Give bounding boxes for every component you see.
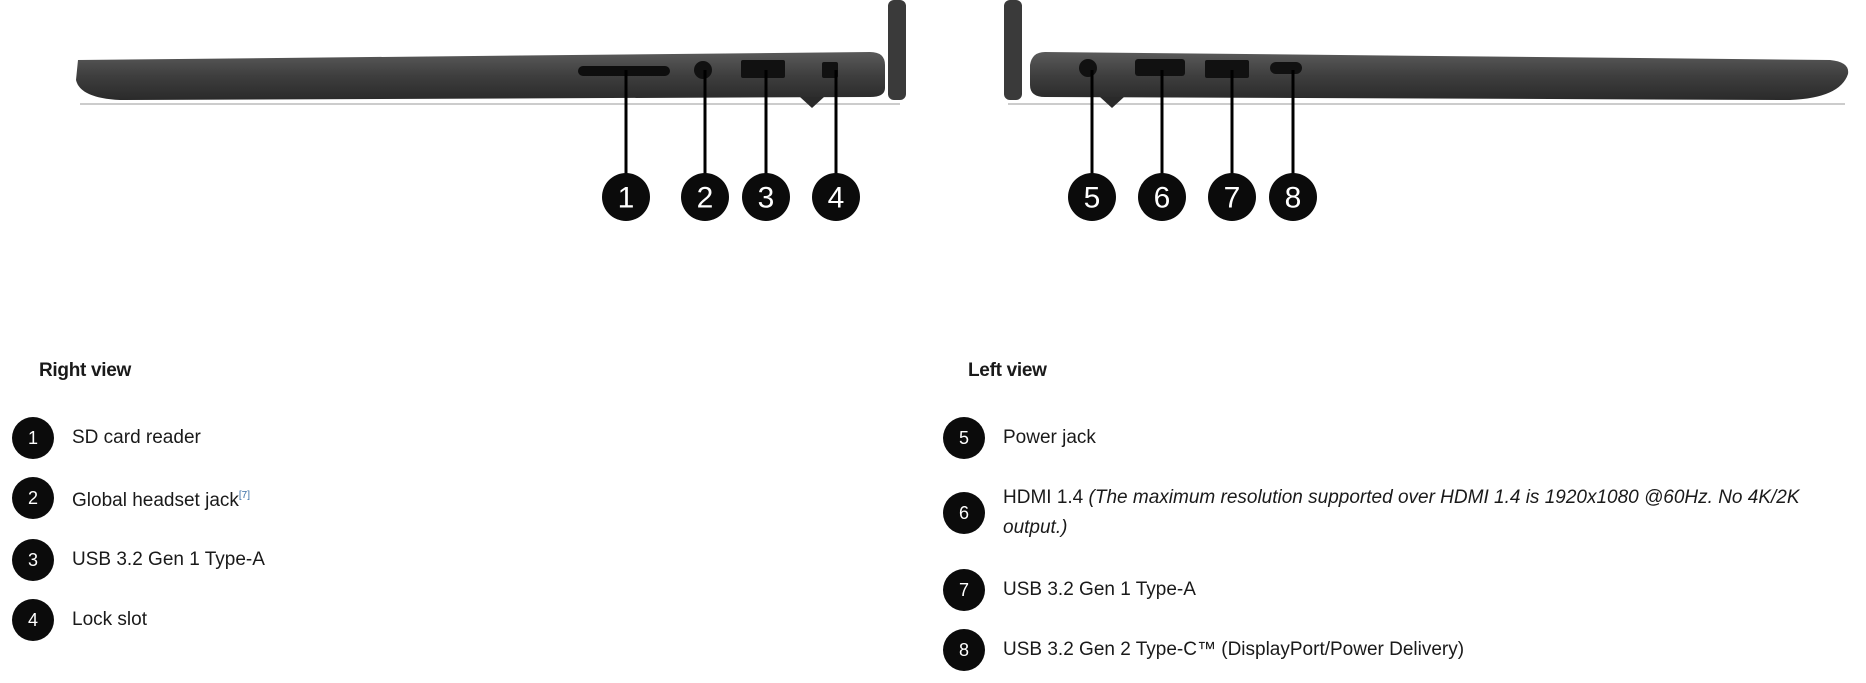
callout-circle [812, 173, 860, 221]
number-badge: 2 [12, 477, 54, 519]
item-label: Lock slot [72, 609, 147, 630]
callout-3: 3 [742, 70, 790, 221]
callout-2: 2 [681, 70, 729, 221]
footnote-link[interactable]: [7] [238, 489, 251, 501]
callout-7: 7 [1208, 70, 1256, 221]
list-item: 5 Power jack [943, 417, 1096, 459]
laptop-right-side-image [76, 0, 906, 108]
item-label: SD card reader [72, 427, 201, 448]
item-label: USB 3.2 Gen 2 Type-C™ (DisplayPort/Power… [1003, 639, 1465, 660]
callout-number: 4 [828, 182, 845, 215]
list-item: 2 Global headset jack[7] [12, 477, 250, 519]
item-label: HDMI 1.4 [1003, 487, 1084, 508]
list-item: 4 Lock slot [12, 599, 147, 641]
callout-1: 1 [602, 70, 650, 221]
power-jack [1079, 59, 1097, 77]
callout-circle [1269, 173, 1317, 221]
usb-a-port-left [1205, 60, 1249, 78]
callout-number: 3 [758, 182, 775, 215]
usb-a-port [741, 60, 785, 78]
laptop-port-diagram: 1 2 3 4 5 6 7 8 [76, 0, 1849, 221]
callout-number: 7 [1224, 182, 1241, 215]
callout-number: 5 [1084, 182, 1101, 215]
number-badge: 5 [943, 417, 985, 459]
callout-4: 4 [812, 70, 860, 221]
item-label: Global headset jack [72, 489, 239, 511]
list-item: 8 USB 3.2 Gen 2 Type-C™ (DisplayPort/Pow… [943, 629, 1464, 671]
headset-jack [694, 61, 712, 79]
item-note: (The maximum resolution supported over H… [1003, 487, 1800, 538]
callout-circle [1068, 173, 1116, 221]
item-label: Power jack [1003, 427, 1096, 448]
callout-number: 2 [697, 182, 714, 215]
callout-circle [742, 173, 790, 221]
list-item: 3 USB 3.2 Gen 1 Type-A [12, 539, 265, 581]
callout-6: 6 [1138, 70, 1186, 221]
callout-number: 8 [1285, 182, 1302, 215]
number-badge: 7 [943, 569, 985, 611]
callout-5: 5 [1068, 70, 1116, 221]
callout-circle [602, 173, 650, 221]
callout-8: 8 [1269, 70, 1317, 221]
list-item: 7 USB 3.2 Gen 1 Type-A [943, 569, 1196, 611]
callout-circle [1208, 173, 1256, 221]
sd-slot [578, 66, 670, 76]
number-badge: 4 [12, 599, 54, 641]
list-item: 1 SD card reader [12, 417, 201, 459]
item-label: USB 3.2 Gen 1 Type-A [72, 549, 265, 570]
callout-circle [681, 173, 729, 221]
list-item: 6 HDMI 1.4 (The maximum resolution suppo… [943, 483, 1843, 543]
callout-circle [1138, 173, 1186, 221]
number-badge: 1 [12, 417, 54, 459]
left-view-heading: Left view [968, 360, 1047, 381]
number-badge: 3 [12, 539, 54, 581]
hdmi-port [1135, 59, 1185, 76]
right-view-heading: Right view [39, 360, 132, 381]
number-badge: 6 [943, 492, 985, 534]
item-label: USB 3.2 Gen 1 Type-A [1003, 579, 1196, 600]
number-badge: 8 [943, 629, 985, 671]
laptop-left-side-image [1004, 0, 1849, 108]
lock-slot [822, 62, 838, 78]
usb-c-port [1270, 62, 1302, 74]
callout-number: 1 [618, 182, 635, 215]
callout-number: 6 [1154, 182, 1171, 215]
